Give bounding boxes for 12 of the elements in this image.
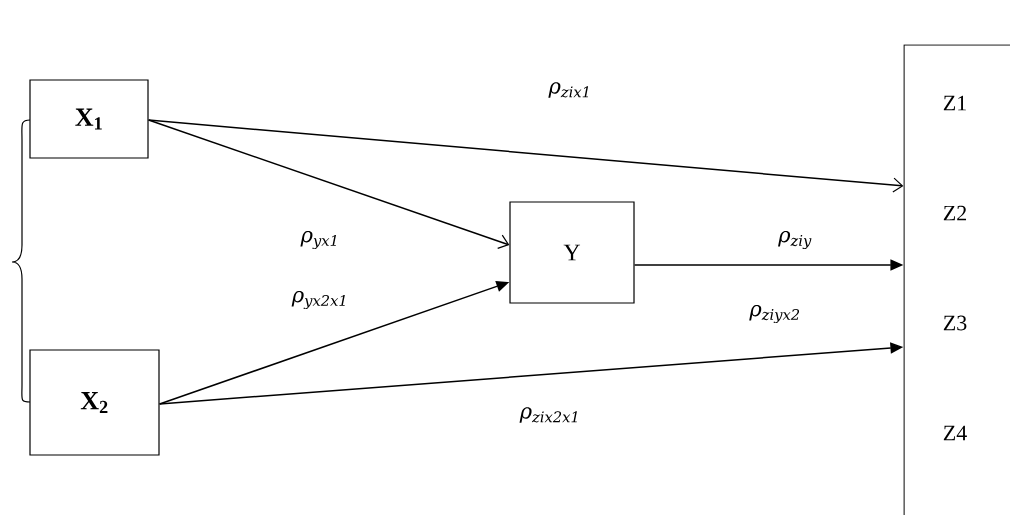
edge-label: ρ$_{yx2x1}$: [291, 290, 345, 310]
coefficient-label: ρ$_{ziyx2}$: [749, 304, 800, 324]
variable-box: X$_{1}$: [29, 79, 149, 159]
edge-label: ρ$_{ziy}$: [778, 230, 812, 250]
arrow: [147, 119, 904, 193]
arrow: [147, 119, 510, 249]
edge-label: ρ$_{zix2x1}$: [519, 407, 577, 423]
variable-box: Y: [509, 201, 635, 304]
edge-label: ρ$_{yx1}$: [300, 230, 336, 250]
variable-box: X$_{2}$: [29, 349, 160, 456]
variable-box: Z1 Z2 Z3 Z4: [903, 44, 1010, 515]
edge-label: ρ$_{zix1}$: [548, 82, 589, 98]
